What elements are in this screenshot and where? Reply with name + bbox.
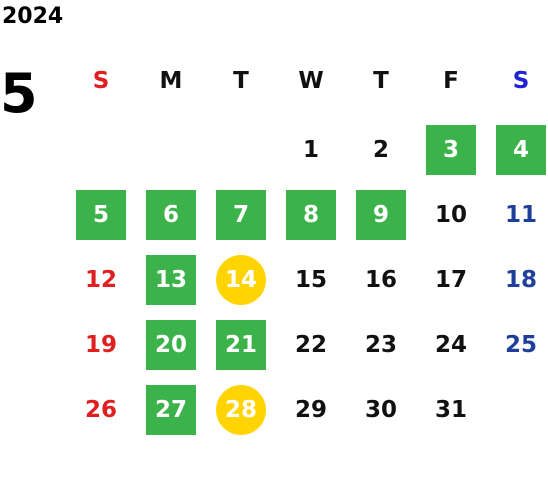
calendar-day[interactable]: 17: [434, 267, 467, 293]
calendar-day[interactable]: 23: [364, 332, 397, 358]
calendar-day-highlighted[interactable]: 4: [496, 125, 546, 175]
calendar-day-highlighted[interactable]: 6: [146, 190, 196, 240]
calendar-day[interactable]: 18: [504, 267, 537, 293]
weekday-header-thu: T: [373, 68, 389, 94]
weekday-header-sun: S: [92, 68, 110, 94]
calendar-day[interactable]: 26: [84, 397, 117, 423]
calendar-day-highlighted[interactable]: 9: [356, 190, 406, 240]
calendar-day[interactable]: 12: [84, 267, 117, 293]
calendar-day-highlighted[interactable]: 21: [216, 320, 266, 370]
calendar-day[interactable]: 2: [372, 137, 389, 163]
calendar-day[interactable]: 19: [84, 332, 117, 358]
calendar-day-highlighted[interactable]: 20: [146, 320, 196, 370]
calendar-day[interactable]: 29: [294, 397, 327, 423]
calendar-day[interactable]: 11: [504, 202, 537, 228]
weekday-header-tue: T: [233, 68, 249, 94]
calendar-day-highlighted[interactable]: 8: [286, 190, 336, 240]
calendar-day[interactable]: 31: [434, 397, 467, 423]
calendar-day-highlighted[interactable]: 7: [216, 190, 266, 240]
calendar-month: 5: [0, 62, 38, 125]
weekday-header-mon: M: [159, 68, 183, 94]
weekday-header-sat: S: [512, 68, 530, 94]
calendar-day[interactable]: 24: [434, 332, 467, 358]
weekday-header-wed: W: [298, 68, 324, 94]
calendar-year: 2024: [2, 4, 64, 29]
calendar-day-highlighted[interactable]: 3: [426, 125, 476, 175]
calendar-day[interactable]: 22: [294, 332, 327, 358]
calendar-day[interactable]: 10: [434, 202, 467, 228]
calendar-day[interactable]: 25: [504, 332, 537, 358]
calendar-day[interactable]: 16: [364, 267, 397, 293]
calendar-day-highlighted[interactable]: 13: [146, 255, 196, 305]
calendar-day[interactable]: 30: [364, 397, 397, 423]
calendar-day-circled[interactable]: 14: [216, 255, 266, 305]
weekday-header-fri: F: [443, 68, 459, 94]
calendar-day[interactable]: 15: [294, 267, 327, 293]
calendar-day-circled[interactable]: 28: [216, 385, 266, 435]
calendar-day-highlighted[interactable]: 5: [76, 190, 126, 240]
calendar-day-highlighted[interactable]: 27: [146, 385, 196, 435]
calendar-day[interactable]: 1: [302, 137, 319, 163]
